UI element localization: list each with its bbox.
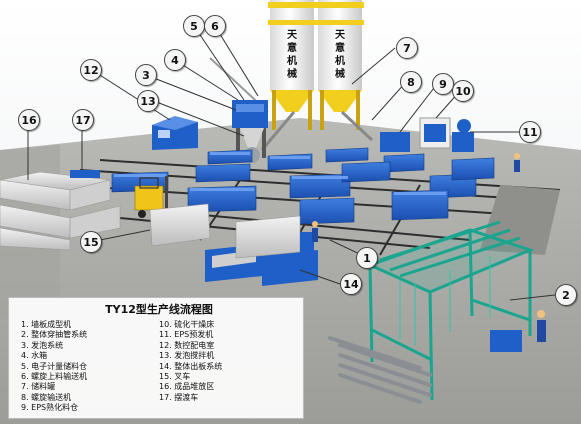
frame-mesh xyxy=(399,256,491,346)
silo-right-char-4: 械 xyxy=(335,67,345,80)
callout-13: 13 xyxy=(137,90,159,112)
legend-item: 8. 螺旋输送机 xyxy=(21,392,72,402)
legend-item: 1. 墙板成型机 xyxy=(21,320,72,329)
silo-left-char-2: 意 xyxy=(287,41,297,54)
hydraulic-unit xyxy=(490,330,522,352)
callout-7: 7 xyxy=(396,37,418,59)
legend-item: 7. 储料罐 xyxy=(21,382,56,392)
callout-3: 3 xyxy=(135,64,157,86)
control-room xyxy=(152,116,198,150)
legend-item: 2. 整体穿抽管系统 xyxy=(21,330,88,340)
callout-9: 9 xyxy=(432,73,454,95)
callout-12: 12 xyxy=(80,59,102,81)
ferry-cart xyxy=(70,170,100,178)
legend-item: 9. EPS熟化料仓 xyxy=(21,403,79,413)
silo-left-char-4: 械 xyxy=(287,67,297,80)
legend-column-right: 10. 硫化干燥床 11. EPS预发机 12. 数控配电室 13. 发泡搅拌机… xyxy=(159,320,297,414)
callout-2: 2 xyxy=(555,284,577,306)
silo-right xyxy=(316,0,364,130)
legend-item: 4. 水箱 xyxy=(21,351,48,361)
legend-item: 6. 螺旋上料输送机 xyxy=(21,372,88,382)
callout-17: 17 xyxy=(72,109,94,131)
worker-figures xyxy=(312,153,546,342)
steel-tubes xyxy=(328,336,432,404)
legend-item: 13. 发泡搅拌机 xyxy=(159,351,215,361)
callout-8: 8 xyxy=(400,71,422,93)
silo-left xyxy=(268,0,316,130)
silo-right-char-2: 意 xyxy=(335,41,345,54)
legend-item: 11. EPS预发机 xyxy=(159,330,214,340)
silo-left-char-3: 机 xyxy=(287,54,297,67)
legend-item: 10. 硫化干燥床 xyxy=(159,320,215,329)
eps-equipment xyxy=(380,117,474,152)
legend-item: 17. 摆渡车 xyxy=(159,392,199,402)
legend-item: 12. 数控配电室 xyxy=(159,340,215,350)
callout-5: 5 xyxy=(183,15,205,37)
callout-4: 4 xyxy=(164,49,186,71)
walkway-ramp xyxy=(480,185,560,255)
forklift xyxy=(134,176,211,247)
callout-16: 16 xyxy=(18,109,40,131)
callout-10: 10 xyxy=(452,80,474,102)
panel-discharge-system xyxy=(205,215,318,286)
callout-11: 11 xyxy=(519,121,541,143)
silo-right-char-3: 机 xyxy=(335,54,345,67)
legend-item: 14. 整体出板系统 xyxy=(159,361,223,371)
legend-item: 16. 成品堆放区 xyxy=(159,382,215,392)
legend-box: TY12型生产线流程图 1. 墙板成型机 2. 整体穿抽管系统 3. 发泡系统 … xyxy=(8,297,304,419)
tube-pulling-frame xyxy=(365,220,535,401)
callout-15: 15 xyxy=(80,231,102,253)
machine-top-stripes xyxy=(114,152,446,195)
legend-item: 15. 叉车 xyxy=(159,372,191,382)
callout-6: 6 xyxy=(204,15,226,37)
forming-machines xyxy=(111,147,495,225)
callout-14: 14 xyxy=(340,273,362,295)
callout-1: 1 xyxy=(356,247,378,269)
legend-item: 5. 电子计量储料仓 xyxy=(21,361,88,371)
silo-left-char-1: 天 xyxy=(287,29,298,41)
silo-right-char-1: 天 xyxy=(335,29,346,41)
legend-title: TY12型生产线流程图 xyxy=(105,303,213,316)
legend-column-left: 1. 墙板成型机 2. 整体穿抽管系统 3. 发泡系统 4. 水箱 5. 电子计… xyxy=(21,320,159,414)
legend-item: 3. 发泡系统 xyxy=(21,340,64,350)
